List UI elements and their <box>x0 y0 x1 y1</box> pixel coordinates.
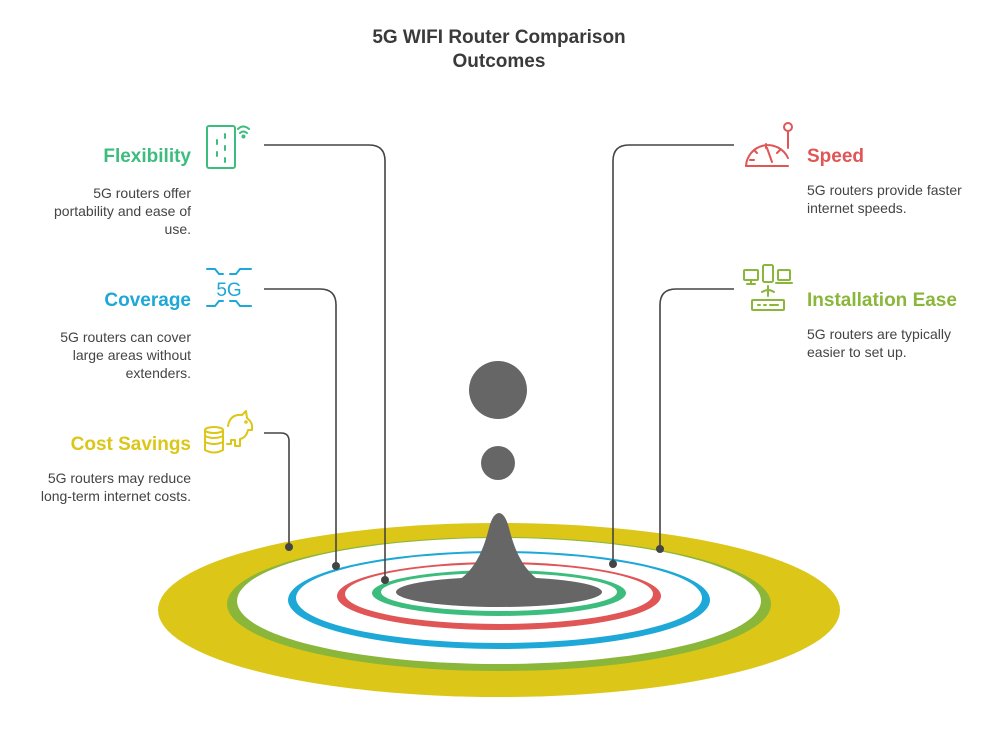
leader-line-speed <box>612 144 734 564</box>
speedometer-icon <box>745 122 793 167</box>
flexibility-title: Flexibility <box>103 146 191 167</box>
droplet-small <box>481 446 515 480</box>
diagram-title: 5G WIFI Router Comparison Outcomes <box>0 26 998 74</box>
coverage-description: 5G routers can cover large areas without… <box>60 329 191 381</box>
flexibility-description: 5G routers offer portability and ease of… <box>54 185 191 237</box>
coverage-title: Coverage <box>104 290 191 311</box>
anchor-dot-installation-ease <box>656 545 664 553</box>
speed-description: 5G routers provide faster internet speed… <box>807 182 962 216</box>
anchor-dot-coverage <box>332 562 340 570</box>
anchor-dot-speed <box>609 560 617 568</box>
leader-line-flexibility <box>264 144 386 580</box>
leader-line-cost-savings <box>264 432 290 547</box>
title-line-2: Outcomes <box>452 51 546 72</box>
cost-savings-description: 5G routers may reduce long-term internet… <box>40 470 191 504</box>
installation-ease-description: 5G routers are typically easier to set u… <box>807 326 951 360</box>
speed-title: Speed <box>807 146 865 167</box>
5g-label: 5G <box>216 280 241 301</box>
anchor-dot-flexibility <box>381 576 389 584</box>
cost-savings-title: Cost Savings <box>70 434 191 455</box>
phone-wifi-icon <box>206 125 250 169</box>
droplet-large <box>469 361 527 419</box>
leader-line-coverage <box>264 288 337 566</box>
anchor-dot-cost-savings <box>285 543 293 551</box>
5g-signal-icon: 5G <box>206 268 252 307</box>
piggy-bank-coins-icon <box>204 410 253 454</box>
leader-line-installation-ease <box>659 288 734 549</box>
connected-devices-router-icon <box>743 264 793 311</box>
title-line-1: 5G WIFI Router Comparison <box>372 27 626 48</box>
splash-spike <box>424 513 574 592</box>
installation-ease-title: Installation Ease <box>807 290 957 311</box>
